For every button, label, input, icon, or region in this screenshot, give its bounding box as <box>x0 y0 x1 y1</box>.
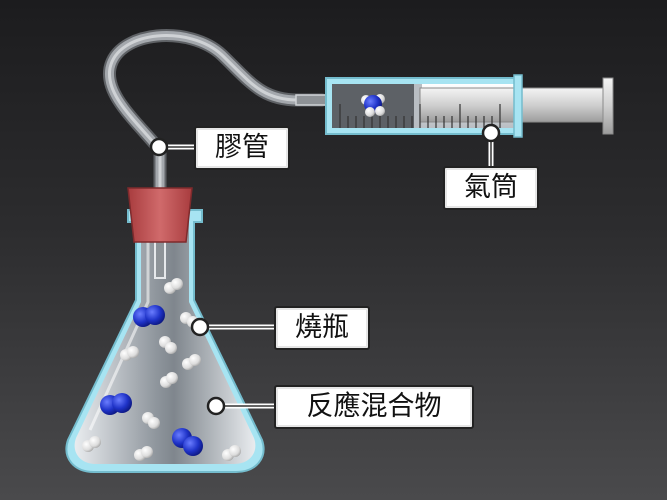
pointer-dot <box>190 317 210 337</box>
leader-flask <box>190 317 276 337</box>
leader-syringe <box>481 123 501 167</box>
syringe-scale <box>339 104 501 128</box>
hydrogen-molecule <box>164 278 183 294</box>
hydrogen-molecule <box>82 436 101 452</box>
plunger-handle <box>602 77 614 135</box>
label-flask: 燒瓶 <box>274 306 370 350</box>
glass-delivery-tube <box>154 237 166 279</box>
pointer-dot <box>481 123 501 143</box>
hydrogen-molecule <box>134 446 153 461</box>
hydrogen-molecule <box>159 336 177 354</box>
hydrogen-molecule <box>120 346 139 361</box>
syringe-plunger <box>419 87 607 123</box>
hydrogen-molecule <box>182 354 201 370</box>
label-rubber-tube: 膠管 <box>194 126 290 170</box>
rubber-stopper <box>127 187 193 243</box>
leader-tube <box>149 137 196 157</box>
leader-mixture <box>206 396 276 416</box>
pointer-dot <box>206 396 226 416</box>
syringe-nozzle <box>295 94 327 106</box>
hydrogen-molecule <box>160 372 178 388</box>
molecules-in-flask <box>82 278 241 461</box>
label-reaction-mixture: 反應混合物 <box>274 385 474 429</box>
nitrogen-molecule <box>133 305 165 327</box>
nitrogen-molecule <box>172 428 203 456</box>
barrel-flange <box>513 74 523 138</box>
label-gas-syringe: 氣筒 <box>443 166 539 210</box>
gas-syringe <box>295 74 614 138</box>
hydrogen-molecule <box>142 412 160 429</box>
rubber-tube <box>102 29 329 197</box>
ammonia-molecule <box>361 94 385 117</box>
hydrogen-molecule <box>222 445 241 461</box>
nitrogen-molecule <box>100 393 132 415</box>
pointer-dot <box>149 137 169 157</box>
